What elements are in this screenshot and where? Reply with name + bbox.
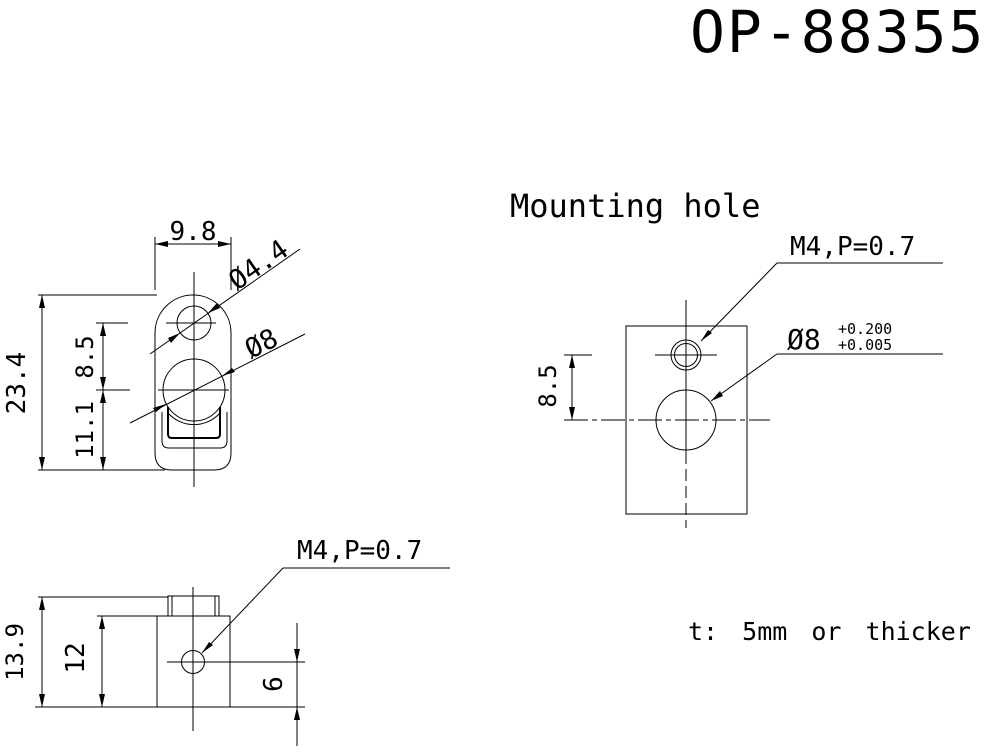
arrowhead	[569, 355, 575, 368]
arrowhead	[39, 295, 45, 308]
front-view: 9.8 23.4 8.5 11.1 Ø4.4 Ø8	[2, 217, 306, 487]
arrowhead	[99, 694, 105, 707]
arrowhead	[701, 330, 712, 341]
arrowhead	[39, 694, 45, 707]
side-body-height-dim: 12	[61, 642, 91, 673]
mounting-hole-view: Mounting hole 8.5 M4,P=0.7 Ø8 +0.200 +0.…	[510, 187, 943, 528]
tapped-hole-circle	[181, 650, 205, 674]
arrowhead	[294, 649, 300, 662]
arrowhead	[155, 241, 168, 247]
front-hole-spacing-dim: 8.5	[71, 335, 99, 378]
front-width-dim: 9.8	[170, 217, 217, 247]
front-overall-height-dim: 23.4	[2, 352, 32, 415]
side-hole-height-dim: 6	[259, 676, 289, 692]
front-lower-height-dim: 11.1	[71, 401, 99, 459]
arrowhead	[218, 241, 231, 247]
arrowhead	[222, 368, 235, 376]
front-large-hole-dia-label: Ø8	[240, 323, 283, 365]
front-small-hole-dia-label: Ø4.4	[223, 234, 294, 297]
arrowhead	[100, 377, 106, 390]
clearance-hole-circle	[655, 389, 717, 451]
arrowhead	[99, 616, 105, 629]
mounting-hole-title: Mounting hole	[510, 187, 760, 225]
mount-hole-spacing-dim: 8.5	[534, 364, 562, 407]
arrowhead	[711, 391, 723, 401]
part-outline	[154, 294, 232, 471]
arrowhead	[39, 457, 45, 470]
side-overall-height-dim: 13.9	[1, 623, 29, 681]
mount-tap-label: M4,P=0.7	[790, 232, 915, 262]
arrowhead	[100, 390, 106, 403]
side-view: 13.9 12 6 M4,P=0.7	[1, 536, 450, 746]
arrowhead	[39, 597, 45, 610]
arrowhead	[168, 333, 180, 343]
arrowhead	[294, 707, 300, 720]
leader-line	[700, 262, 778, 342]
side-tap-label: M4,P=0.7	[297, 536, 422, 566]
thickness-note: t: 5mm or thicker	[688, 617, 971, 646]
tapped-hole-circle	[674, 343, 698, 367]
arrowhead	[100, 323, 106, 336]
drawing-number: OP-88355	[690, 0, 985, 66]
arrowhead	[100, 457, 106, 470]
arrowhead	[153, 404, 166, 412]
arrowhead	[202, 642, 213, 653]
arrowhead	[208, 303, 220, 313]
mount-tol-upper: +0.200	[838, 320, 892, 338]
mount-tol-lower: +0.005	[838, 336, 892, 354]
tapped-hole-thread-circle	[670, 339, 702, 371]
leader-line	[201, 567, 284, 654]
mount-hole-dia-label: Ø8	[787, 323, 821, 356]
arrowhead	[569, 407, 575, 420]
leader-line	[710, 353, 778, 402]
